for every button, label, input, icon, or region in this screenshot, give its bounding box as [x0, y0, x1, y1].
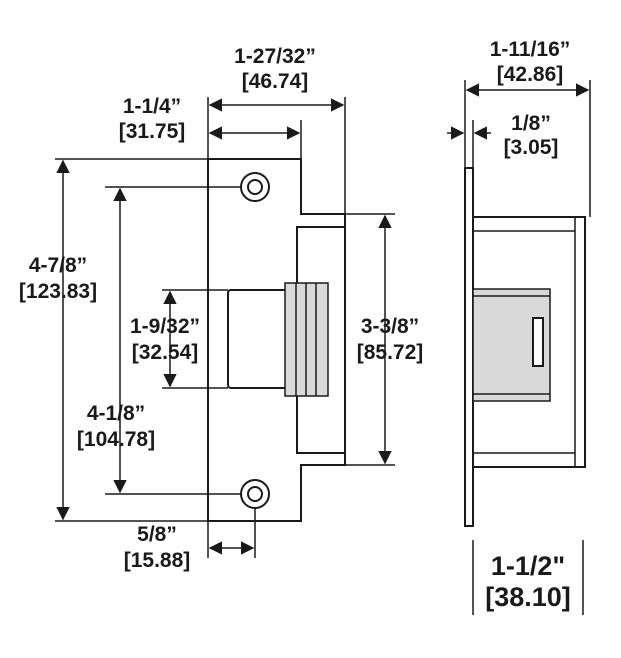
mounting-hole-bottom: [240, 479, 270, 509]
overall-width-metric: [46.74]: [242, 70, 309, 93]
backset-depth-metric: [38.10]: [485, 582, 571, 612]
hole-spacing-metric: [104.78]: [77, 428, 155, 451]
overall-width-imperial: 1-27/32”: [234, 45, 316, 68]
side-view: [464, 167, 586, 527]
mounting-hole-top: [240, 172, 270, 202]
hole-spacing-imperial: 4-1/8”: [87, 402, 145, 425]
faceplate-width-metric: [31.75]: [119, 120, 186, 143]
plate-thickness-metric: [3.05]: [504, 136, 559, 159]
overall-height-imperial: 4-7/8”: [29, 254, 87, 277]
dimension-labels: 1-27/32” [46.74] 1-1/4” [31.75] 4-7/8” […: [19, 38, 571, 612]
side-depth-metric: [42.86]: [497, 63, 564, 86]
keeper-height-metric: [32.54]: [132, 341, 199, 364]
body-height-imperial: 3-3/8”: [361, 315, 419, 338]
dimension-lines: [56, 83, 590, 555]
keeper: [227, 289, 289, 389]
overall-height-metric: [123.83]: [19, 280, 97, 303]
keeper-height-imperial: 1-9/32”: [130, 315, 200, 338]
backset-depth-imperial: 1-1/2": [491, 551, 565, 581]
hole-offset-metric: [15.88]: [124, 549, 191, 572]
extension-lines: [55, 80, 591, 615]
plate-thickness-imperial: 1/8”: [511, 112, 551, 135]
body-height-metric: [85.72]: [357, 341, 424, 364]
hole-offset-imperial: 5/8”: [137, 523, 177, 546]
front-view: [207, 158, 346, 522]
side-faceplate: [464, 167, 474, 527]
side-depth-imperial: 1-11/16”: [490, 38, 571, 61]
faceplate-width-imperial: 1-1/4”: [123, 95, 181, 118]
